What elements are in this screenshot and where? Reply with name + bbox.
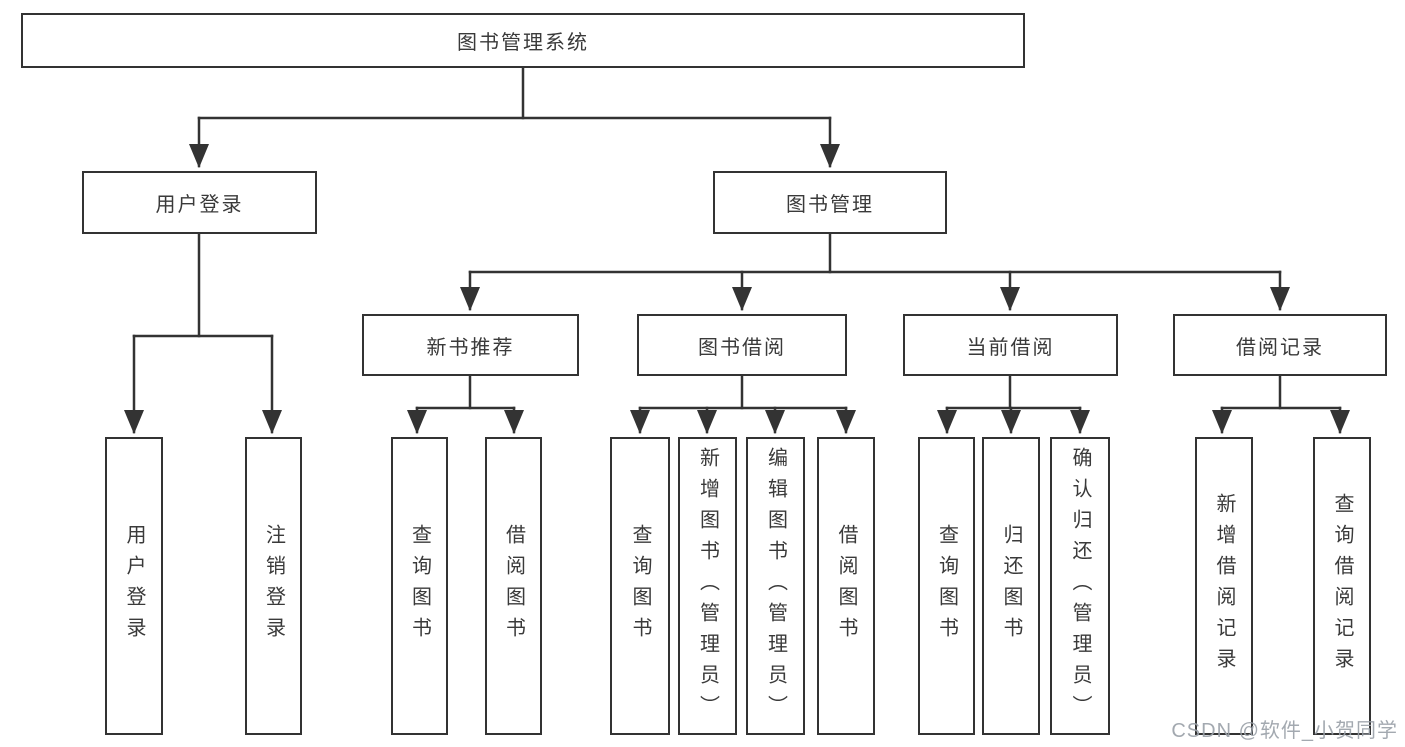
connector-new-book-recommend-children <box>407 374 524 434</box>
leaf-records-add-borrow-record: 新增借阅记录 <box>1195 437 1253 735</box>
leaf-records-query-borrow-record: 查询借阅记录 <box>1313 437 1371 735</box>
node-label: 借阅图书 <box>502 524 525 648</box>
node-label: 用户登录 <box>155 194 244 216</box>
node-label: 新书推荐 <box>426 336 515 359</box>
node-label: 注销登录 <box>262 524 285 648</box>
node-label: 确认归还（管理员） <box>1069 446 1091 726</box>
node-book-management: 图书管理 <box>713 171 947 234</box>
leaf-current-return-books: 归还图书 <box>982 437 1040 735</box>
node-new-book-recommend: 新书推荐 <box>362 314 579 376</box>
connector-borrowing-records-children <box>1212 374 1350 434</box>
connector-current-borrowing-children <box>937 374 1090 434</box>
node-label: 归还图书 <box>1000 524 1022 648</box>
node-label: 图书管理 <box>786 194 874 216</box>
connector-user-login-children <box>124 232 282 434</box>
leaf-borrowing-edit-books-admin: 编辑图书（管理员） <box>746 437 805 735</box>
leaf-current-confirm-return-admin: 确认归还（管理员） <box>1050 437 1110 735</box>
node-label: 用户登录 <box>123 524 145 648</box>
connector-root-to-level2 <box>189 66 840 168</box>
leaf-current-query-books: 查询图书 <box>918 437 975 735</box>
node-library-management-system: 图书管理系统 <box>21 13 1025 68</box>
leaf-recommend-query-books: 查询图书 <box>391 437 448 735</box>
node-current-borrowing: 当前借阅 <box>903 314 1118 376</box>
leaf-borrowing-add-books-admin: 新增图书（管理员） <box>678 437 737 735</box>
csdn-watermark: CSDN @软件_小贺同学 <box>1171 720 1398 742</box>
node-label: 查询借阅记录 <box>1331 493 1353 679</box>
node-label: 查询图书 <box>629 524 651 648</box>
node-user-login: 用户登录 <box>82 171 317 234</box>
leaf-recommend-borrow-books: 借阅图书 <box>485 437 542 735</box>
leaf-borrowing-query-books: 查询图书 <box>610 437 670 735</box>
node-label: 借阅图书 <box>835 524 857 648</box>
node-borrowing-records: 借阅记录 <box>1173 314 1387 376</box>
node-label: 新增借阅记录 <box>1213 493 1235 679</box>
connector-book-management-children <box>460 232 1290 311</box>
leaf-borrowing-borrow-books: 借阅图书 <box>817 437 875 735</box>
node-label: 新增图书（管理员） <box>696 446 719 726</box>
node-book-borrowing: 图书借阅 <box>637 314 847 376</box>
leaf-user-login: 用户登录 <box>105 437 163 735</box>
node-label: 借阅记录 <box>1236 336 1324 359</box>
node-label: 当前借阅 <box>966 336 1055 359</box>
node-label: 编辑图书（管理员） <box>764 446 787 726</box>
node-label: 图书管理系统 <box>457 32 589 54</box>
node-label: 图书借阅 <box>698 336 786 359</box>
node-label: 查询图书 <box>935 524 958 648</box>
node-label: 查询图书 <box>408 524 431 648</box>
leaf-logout-login: 注销登录 <box>245 437 302 735</box>
connector-book-borrowing-children <box>630 374 856 434</box>
